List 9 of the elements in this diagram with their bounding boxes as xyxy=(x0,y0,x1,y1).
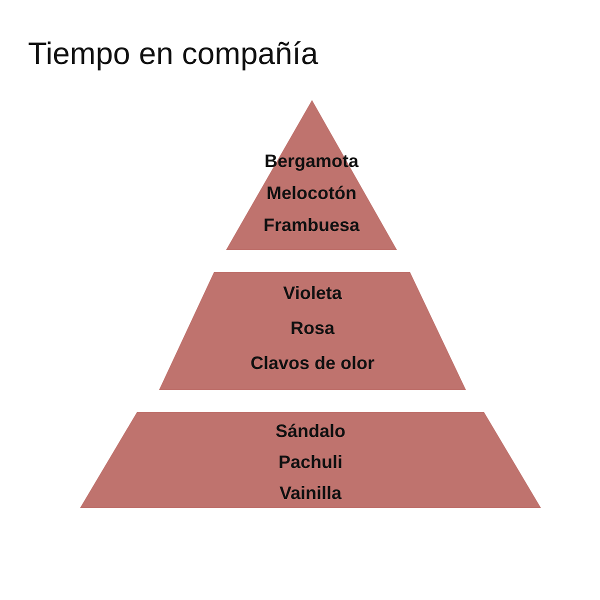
note-text: Clavos de olor xyxy=(250,352,375,374)
note-text: Sándalo xyxy=(275,420,346,442)
note-text: Melocotón xyxy=(266,182,356,204)
note-text: Violeta xyxy=(283,282,342,304)
note-text: Frambuesa xyxy=(263,214,360,236)
note-text: Vainilla xyxy=(279,482,342,504)
note-text: Pachuli xyxy=(278,451,343,473)
diagram-title: Tiempo en compañía xyxy=(28,36,318,72)
note-text: Rosa xyxy=(290,317,334,339)
